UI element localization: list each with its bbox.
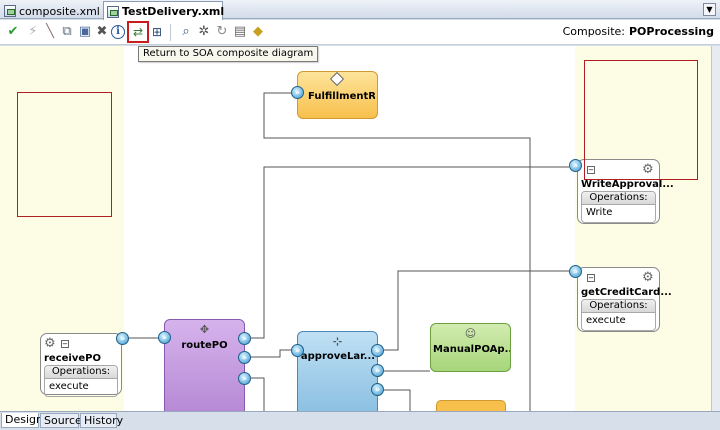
operations-header: Operations: bbox=[582, 300, 655, 313]
wire bbox=[384, 389, 411, 411]
business-rule-partial[interactable] bbox=[436, 400, 506, 411]
paste-icon[interactable]: ▣ bbox=[78, 24, 92, 39]
tab-label: composite.xml bbox=[19, 4, 100, 18]
gear-icon: ⚙ bbox=[44, 336, 56, 351]
human-task-icon: ☺ bbox=[464, 327, 477, 340]
wire bbox=[250, 377, 265, 411]
tab-history[interactable]: History bbox=[80, 413, 123, 428]
mediator-routepo[interactable]: ✥ routePO bbox=[164, 319, 245, 411]
tab-composite-xml[interactable]: composite.xml bbox=[1, 2, 101, 19]
operation-value: Write bbox=[586, 207, 613, 218]
business-rule-icon bbox=[329, 71, 345, 87]
tab-design[interactable]: Design bbox=[1, 413, 43, 428]
wire bbox=[263, 92, 531, 411]
settings-icon[interactable]: ✲ bbox=[198, 24, 210, 39]
toolbar-tooltip: Return to SOA composite diagram bbox=[138, 46, 319, 62]
inbound-port[interactable]: » bbox=[291, 86, 304, 99]
zoom-icon[interactable]: ⌕ bbox=[182, 24, 190, 39]
bpel-process-icon: ⊹ bbox=[332, 335, 343, 348]
editor-tab-strip: composite.xml TestDelivery.xml ▼ bbox=[0, 0, 720, 20]
service-port[interactable]: » bbox=[116, 332, 129, 345]
composite-file-icon bbox=[4, 5, 16, 17]
toolbar-separator bbox=[170, 24, 171, 41]
tab-list-dropdown-icon[interactable]: ▼ bbox=[703, 3, 716, 16]
selection-rectangle bbox=[17, 92, 112, 217]
collapse-icon[interactable]: − bbox=[587, 274, 595, 282]
wire bbox=[250, 166, 569, 339]
collapse-icon[interactable]: − bbox=[587, 166, 595, 174]
operation-value: execute bbox=[586, 315, 626, 326]
mediator-icon: ✥ bbox=[199, 323, 210, 336]
component-name: ManualPOAp... bbox=[433, 344, 510, 355]
reference-port[interactable]: » bbox=[569, 159, 582, 172]
operations-header: Operations: bbox=[45, 366, 117, 379]
inbound-port[interactable]: » bbox=[158, 331, 171, 344]
reference-getcreditcardstatus[interactable]: − ⚙ getCreditCard... Operations: execute bbox=[577, 267, 672, 332]
reference-name: getCreditCard... bbox=[581, 287, 672, 298]
service-receivepo[interactable]: ⚙ − receivePO Operations: execute bbox=[40, 333, 122, 397]
human-task-manualpoapproval[interactable]: ☺ ManualPOAp... bbox=[430, 323, 511, 372]
operations-box: Operations: execute bbox=[44, 365, 118, 397]
component-name: routePO bbox=[181, 340, 228, 351]
operations-box: Operations: Write bbox=[581, 191, 656, 223]
wires-layer bbox=[121, 92, 569, 411]
selection-rectangle bbox=[584, 60, 698, 180]
business-rule-fulfillment[interactable]: FulfillmentRu... bbox=[297, 71, 378, 119]
reference-writeapproval[interactable]: − ⚙ WriteApproval... Operations: Write bbox=[577, 159, 674, 224]
copy-icon[interactable]: ⧉ bbox=[62, 24, 72, 39]
inbound-port[interactable]: » bbox=[291, 344, 304, 357]
composite-label: Composite:POProcessing bbox=[563, 25, 714, 38]
tab-source[interactable]: Source bbox=[40, 413, 82, 428]
component-name: approveLar... bbox=[300, 351, 376, 362]
wire bbox=[384, 270, 569, 351]
outbound-port[interactable]: » bbox=[371, 364, 384, 377]
outbound-port[interactable]: » bbox=[238, 372, 251, 385]
reference-port[interactable]: » bbox=[569, 265, 582, 278]
operation-value: execute bbox=[49, 381, 89, 392]
component-name: FulfillmentRu... bbox=[308, 91, 375, 102]
delete-icon[interactable]: ✖ bbox=[96, 24, 108, 39]
composite-file-icon bbox=[107, 5, 119, 18]
operations-header: Operations: bbox=[582, 192, 655, 205]
bolt-icon[interactable]: ⚡ bbox=[28, 24, 38, 39]
wire bbox=[250, 349, 297, 358]
reference-name: WriteApproval... bbox=[581, 179, 674, 190]
deploy-icon[interactable]: ◆ bbox=[253, 24, 263, 39]
gear-icon: ⚙ bbox=[642, 270, 654, 285]
gear-icon: ⚙ bbox=[642, 162, 654, 177]
validate-icon[interactable]: ✔ bbox=[7, 24, 19, 39]
external-references-lane bbox=[575, 46, 711, 411]
editor-view-tabs: Design Source History bbox=[0, 411, 720, 430]
composite-label-text: Composite: bbox=[562, 25, 625, 38]
refresh-icon[interactable]: ↻ bbox=[216, 24, 228, 39]
outbound-port[interactable]: » bbox=[371, 344, 384, 357]
outbound-port[interactable]: » bbox=[238, 332, 251, 345]
outbound-port[interactable]: » bbox=[238, 351, 251, 364]
service-name: receivePO bbox=[44, 353, 101, 364]
outbound-port[interactable]: » bbox=[371, 383, 384, 396]
operations-box: Operations: execute bbox=[581, 299, 656, 331]
diagram-toolbar: ✔ ⚡ ╲ ⧉ ▣ ✖ i ⇄ ⊞ ⌕ ✲ ↻ ▤ ◆ Composite:PO… bbox=[0, 20, 720, 45]
wand-icon[interactable]: ╲ bbox=[46, 24, 54, 39]
collapse-icon[interactable]: − bbox=[61, 340, 69, 348]
return-to-composite-icon[interactable]: ⇄ bbox=[127, 21, 149, 43]
info-icon[interactable]: i bbox=[111, 25, 125, 39]
print-icon[interactable]: ▤ bbox=[233, 24, 247, 39]
composite-diagram-canvas[interactable]: ⚙ − receivePO Operations: execute » ✥ ro… bbox=[0, 46, 711, 411]
tab-label: TestDelivery.xml bbox=[122, 5, 225, 18]
bpel-approvelargeorder[interactable]: ⊹ approveLar... bbox=[297, 331, 378, 411]
vertical-scrollbar[interactable] bbox=[711, 46, 720, 411]
composite-name: POProcessing bbox=[628, 25, 714, 38]
open-composite-icon[interactable]: ⊞ bbox=[151, 25, 163, 39]
tab-testdelivery-xml[interactable]: TestDelivery.xml bbox=[103, 1, 225, 20]
